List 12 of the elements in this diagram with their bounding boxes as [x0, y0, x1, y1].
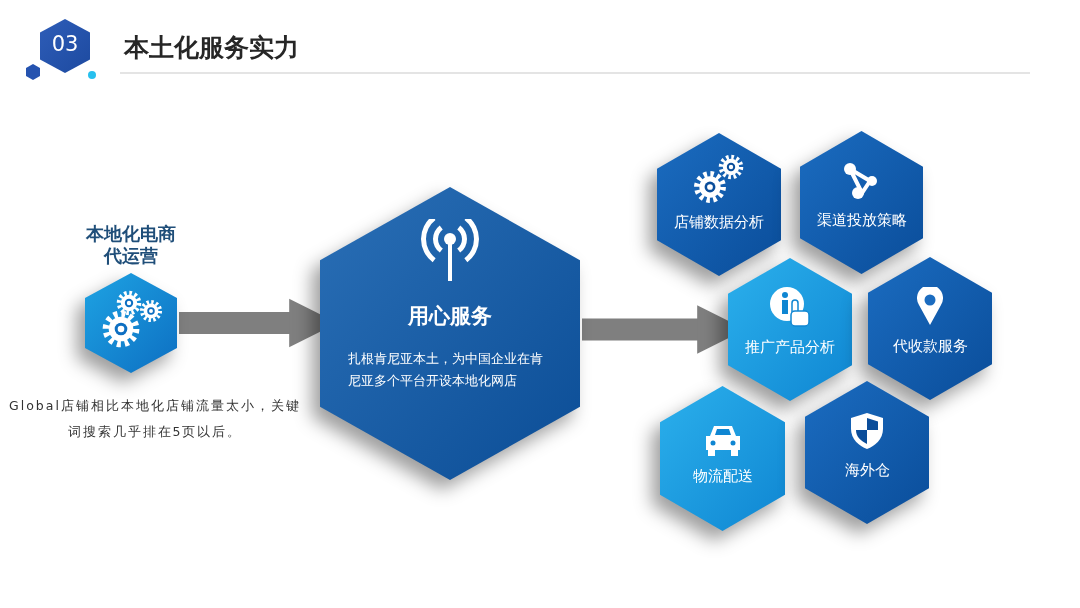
service-label: 代收款服务	[891, 337, 969, 357]
section-number: 03	[50, 32, 80, 56]
heading: 本地化电商代运营	[85, 223, 177, 267]
service-label: 物流配送	[691, 467, 754, 487]
note: Global店铺相比本地化店铺流量太小，关键词搜索几乎排在5页以后。	[8, 397, 302, 441]
service-label: 推广产品分析	[744, 338, 836, 358]
heading: 用心服务	[407, 303, 493, 330]
description: 扎根肯尼亚本土，为中国企业在肯尼亚多个平台开设本地化网店	[348, 350, 544, 390]
service-label: 渠道投放策略	[815, 211, 908, 231]
service-label: 店铺数据分析	[673, 213, 765, 233]
service-label: 海外仓	[843, 461, 891, 481]
title: 本土化服务实力	[124, 32, 299, 64]
